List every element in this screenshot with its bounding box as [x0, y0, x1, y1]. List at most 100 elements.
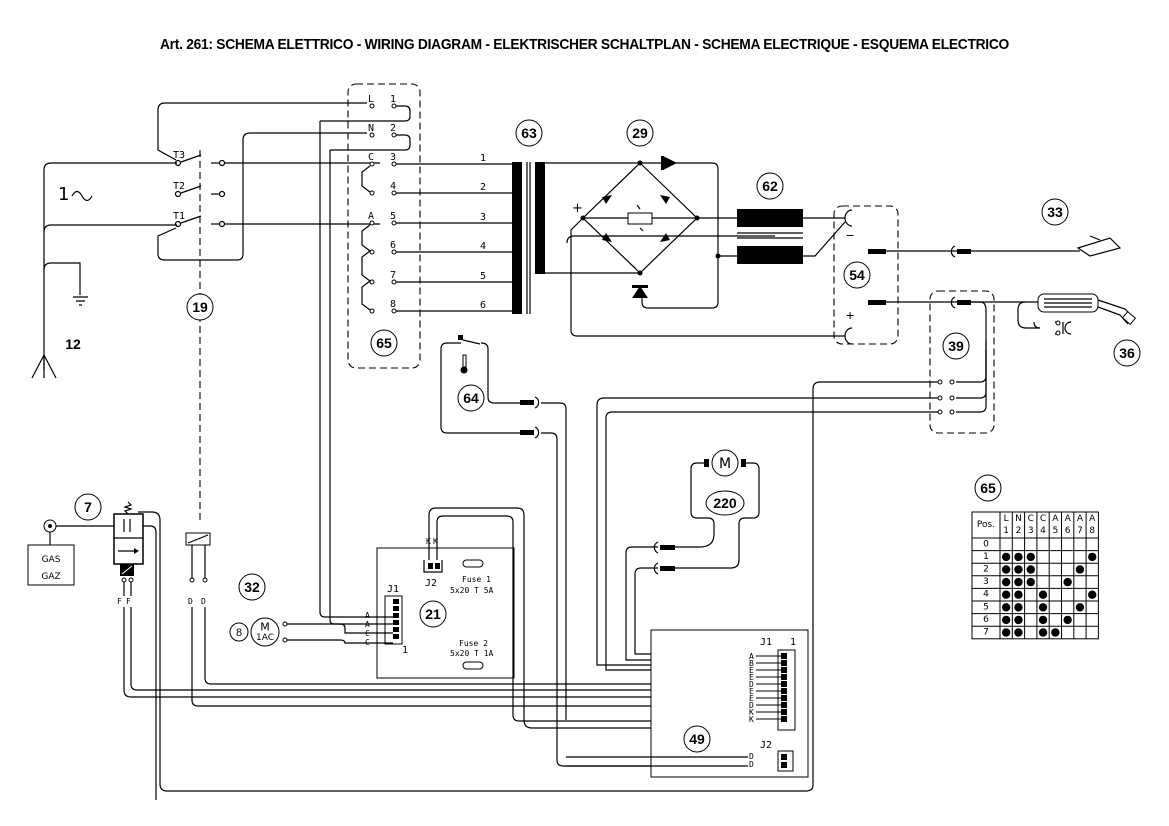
tap-3: 3	[480, 212, 486, 223]
table-contact-dot	[1001, 603, 1011, 612]
fuse-1-icon	[462, 559, 484, 568]
terminal-4: 4	[390, 181, 396, 192]
table-col-header-top: L	[1004, 514, 1009, 524]
j1-pin-label: A	[749, 652, 754, 661]
label-29: 29	[632, 125, 648, 141]
j2-label: J2	[760, 740, 772, 751]
j1-pin-a1: A	[365, 611, 370, 620]
table-contact-dot	[1001, 577, 1011, 587]
j1-pin-label: E	[749, 666, 754, 675]
control-board-21: K K J2 J1 1 A A C C Fuse 1 5x20 T 5A Fus…	[285, 121, 775, 729]
pole-t2-label: T2	[173, 181, 185, 192]
table-col-header-top: A	[1052, 514, 1059, 524]
relay-coil-19: D D	[185, 532, 775, 707]
table-contact-dot	[1001, 628, 1011, 637]
gas-valve-7: GAS GAZ F F	[27, 493, 775, 800]
label-7: 7	[84, 499, 92, 515]
table-row-pos: 0	[983, 539, 989, 549]
label-12: 12	[65, 336, 81, 352]
j1-pin-label: E	[749, 673, 754, 682]
terminal-6: 6	[390, 240, 396, 251]
fuse-2-label: Fuse 2	[459, 639, 488, 648]
component-labels: 19 12 65 63 29 62 54 33 36 39 64 220 7 3…	[65, 125, 1135, 747]
transformer-63	[512, 119, 545, 314]
motor-220-symbol: M	[719, 456, 731, 472]
j1-pin-label: D	[749, 680, 754, 689]
terminal-n: N	[368, 123, 374, 134]
label-32: 32	[244, 579, 260, 595]
table-contact-dot	[1014, 628, 1023, 637]
label-54: 54	[849, 267, 865, 283]
thermostat-64	[440, 335, 775, 767]
table-contact-dot	[1014, 577, 1023, 587]
earth-clamp-33	[886, 198, 1122, 258]
table-contact-dot	[1014, 603, 1023, 612]
terminal-8: 8	[390, 299, 396, 310]
j1-pin1-label: 1	[790, 637, 796, 648]
main-switch-19: T3 T2 T1	[157, 102, 380, 520]
table-col-header-bottom: 8	[1089, 526, 1095, 536]
gaz-label: GAZ	[41, 572, 60, 582]
label-62: 62	[762, 178, 778, 194]
table-contact-dot	[1038, 603, 1048, 612]
j2-pin-k1: K	[426, 537, 431, 546]
tap-2: 2	[480, 182, 486, 193]
gas-label: GAS	[42, 555, 61, 565]
table-row-pos: 3	[983, 577, 989, 587]
label-220: 220	[713, 495, 737, 511]
table-contact-dot	[1051, 628, 1060, 637]
table-contact-dot	[1063, 577, 1072, 587]
table-col-header-bottom: 5	[1052, 526, 1058, 536]
tap-1: 1	[480, 153, 486, 164]
terminal-1: 1	[390, 94, 396, 105]
plus-label: +	[846, 307, 854, 323]
j1-pin1-label: 1	[402, 645, 408, 656]
terminal-c: C	[368, 152, 374, 163]
table-contact-dot	[1026, 565, 1035, 574]
fuse-1-rating: 5x20 T 5A	[450, 586, 494, 595]
fuse-2-rating: 5x20 T 1A	[450, 649, 494, 658]
table-contact-dot	[1075, 603, 1085, 612]
terminal-3: 3	[390, 152, 396, 163]
minus-label: −	[846, 227, 854, 243]
table-col-header-bottom: 2	[1016, 526, 1022, 536]
table-contact-dot	[1001, 552, 1011, 562]
table-row-pos: 2	[983, 565, 989, 575]
table-col-header-top: N	[1015, 514, 1022, 524]
ac-wave-icon	[71, 190, 93, 202]
label-33: 33	[1047, 204, 1063, 220]
terminal-2: 2	[390, 123, 396, 134]
pole-t3-label: T3	[173, 150, 185, 161]
output-sockets-54: − +	[833, 205, 899, 345]
mains-cable-12: 1	[31, 162, 177, 379]
label-63: 63	[521, 125, 537, 141]
inductor-62	[697, 172, 846, 264]
table-row-pos: 1	[983, 552, 989, 562]
tap-5: 5	[480, 271, 486, 282]
j1-pin-label: E	[749, 694, 754, 703]
table-col-header-top: A	[1065, 514, 1072, 524]
relay-pin-d2: D	[201, 597, 206, 606]
table-row-pos: 7	[983, 628, 989, 638]
ground-icon	[73, 296, 88, 306]
bridge-plus: +	[572, 201, 583, 216]
table-row-pos: 6	[983, 615, 989, 625]
table-contact-dot	[1038, 628, 1048, 637]
table-contact-dot	[1026, 552, 1035, 562]
table-col-header-top: C	[1040, 514, 1046, 524]
table-contact-dot	[1038, 590, 1048, 599]
table-row-pos: 4	[983, 590, 989, 600]
j2-pin-d2: D	[749, 760, 754, 769]
tap-6: 6	[480, 300, 486, 311]
table-row-pos: 5	[983, 602, 989, 612]
j1-pin-label: D	[749, 701, 754, 710]
fuse-2-icon	[462, 661, 484, 670]
table-col-header-bottom: 1	[1003, 526, 1009, 536]
table-contact-dot	[1088, 552, 1097, 562]
valve-pin-f1: F	[117, 597, 122, 606]
table-col-header-top: A	[1077, 514, 1084, 524]
j1-pin-label: K	[749, 708, 754, 717]
table-col-header-bottom: 7	[1077, 526, 1083, 536]
fuse-1-label: Fuse 1	[462, 575, 491, 584]
